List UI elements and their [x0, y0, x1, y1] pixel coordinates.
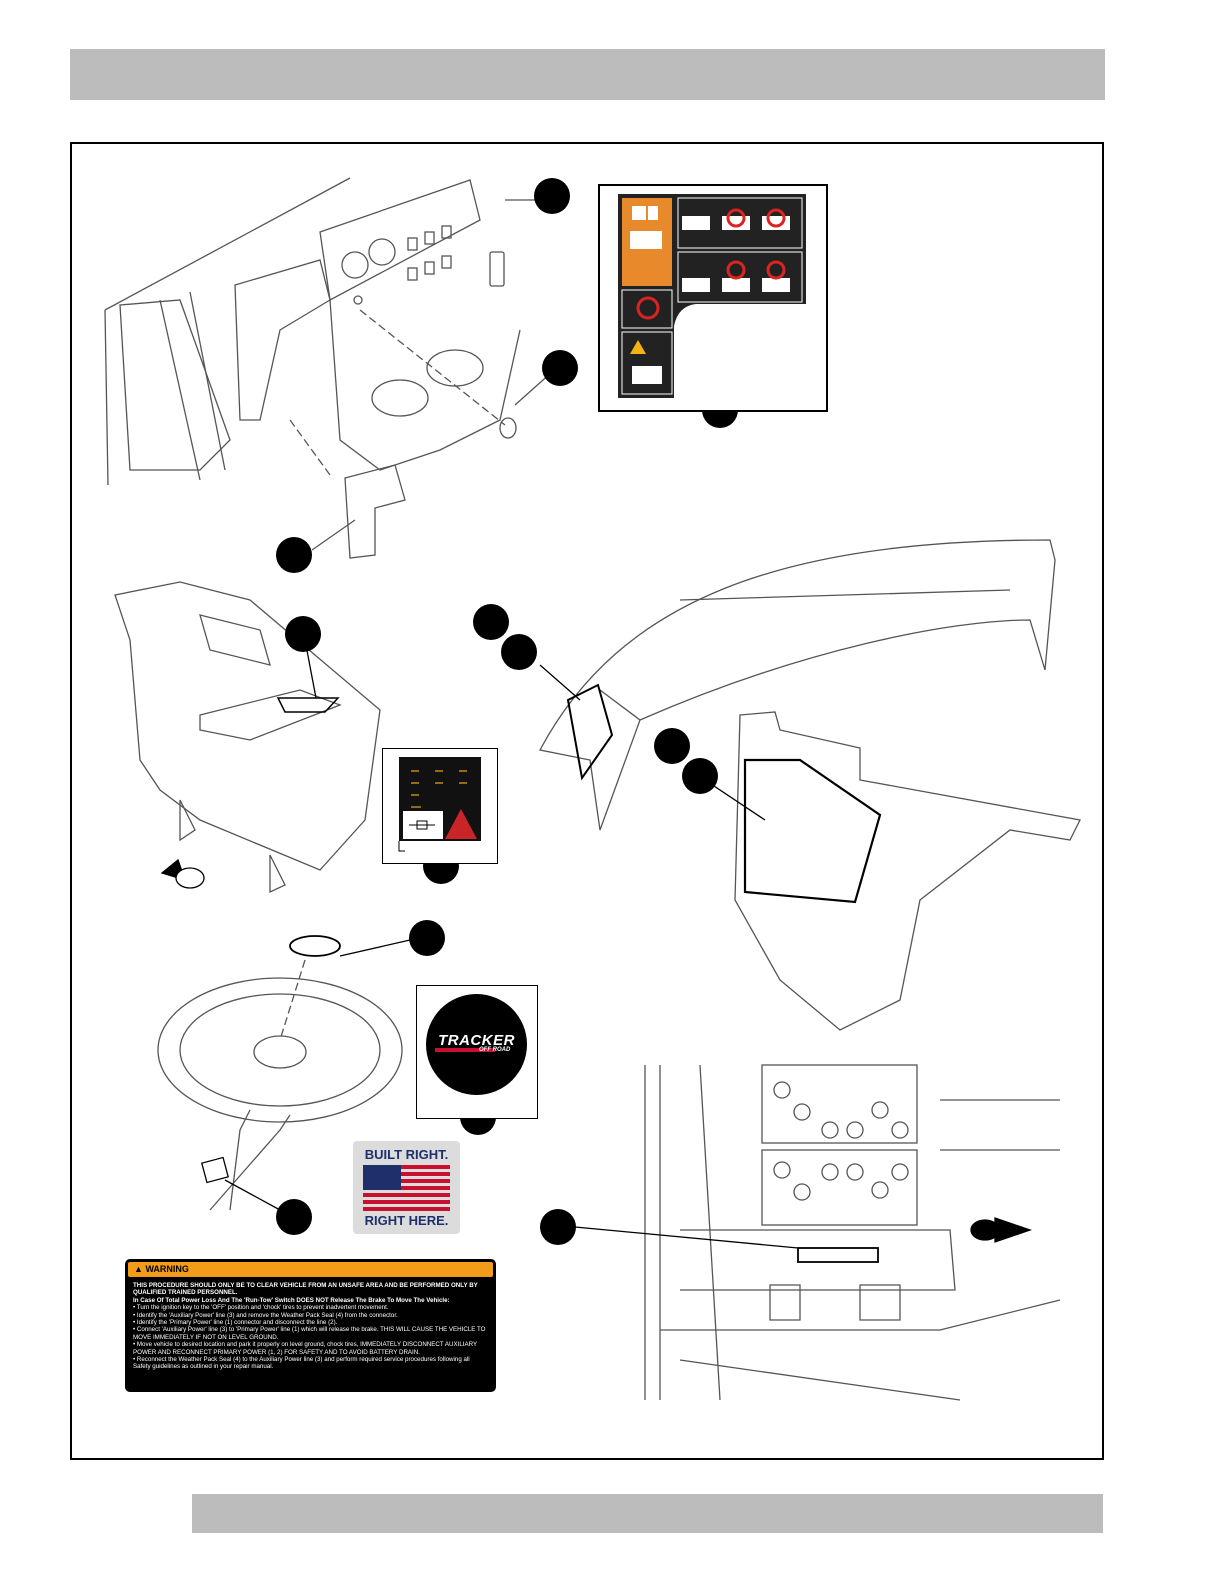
warning-line: • Reconnect the Weather Pack Seal (4) to…: [133, 1356, 470, 1371]
steering-wheel-drawing: [157, 935, 411, 1211]
header-band: [70, 49, 1105, 100]
warning-line: • Identify the 'Auxiliary Power' line (3…: [133, 1311, 398, 1319]
callout-marker: [654, 728, 690, 764]
usa-decal-top-text: BUILT RIGHT.: [364, 1147, 449, 1162]
callout-marker: [682, 758, 718, 794]
front-arrow-left: [160, 858, 205, 889]
tracker-logo-subtext: OFF ROAD: [479, 1047, 511, 1053]
decal-outline-drawing: [344, 464, 406, 559]
callout-marker: [409, 920, 445, 956]
callout-marker: [540, 1209, 576, 1245]
callout-marker: [542, 350, 578, 386]
callout-marker: [276, 537, 312, 573]
us-flag-art: [363, 1165, 450, 1211]
warning-line: • Turn the ignition key to the 'OFF' pos…: [133, 1304, 389, 1312]
warning-label: ▲ WARNING THIS PROCEDURE SHOULD ONLY BE …: [125, 1259, 496, 1392]
battery-bay-drawing: [574, 1064, 1061, 1401]
front-arrow-right: [970, 1217, 1033, 1243]
illustration-frame: [70, 142, 1104, 1460]
dash-assembly-drawing: [104, 177, 521, 486]
callout-marker: [276, 1199, 312, 1235]
usa-decal-bottom-text: RIGHT HERE.: [364, 1213, 449, 1228]
warning-header: ▲ WARNING: [128, 1262, 493, 1277]
safety-pictogram-art: [618, 194, 806, 398]
warning-line: • Identify the 'Primary Power' line (1) …: [133, 1319, 338, 1327]
tracker-logo-stripe: [435, 1048, 495, 1052]
warning-title: WARNING: [145, 1264, 189, 1274]
rocker-switch-drawing: [489, 251, 505, 287]
warning-body: THIS PROCEDURE SHOULD ONLY BE TO CLEAR V…: [125, 1277, 496, 1371]
callout-marker: [501, 634, 537, 670]
right-side-panel-drawing: [689, 711, 1081, 1031]
warning-line: • Move vehicle to desired location and p…: [133, 1341, 478, 1356]
warning-triangle-icon: ▲: [134, 1264, 143, 1274]
callout-marker: [285, 616, 321, 652]
fuse-decal-art: [398, 757, 481, 852]
callout-marker: [473, 604, 509, 640]
hood-drawing: [539, 539, 1056, 831]
safety-pictogram-decal: [598, 184, 828, 412]
fuse-decal: [382, 748, 498, 864]
built-right-here-decal: BUILT RIGHT. RIGHT HERE.: [353, 1141, 460, 1234]
tracker-logo-decal: TRACKER OFF ROAD: [416, 985, 538, 1119]
tracker-logo-circle: [426, 994, 527, 1095]
warning-line: • Connect 'Auxiliary Power' line (3) to …: [133, 1326, 486, 1341]
oring-small-drawing: [499, 417, 517, 439]
callout-marker: [534, 178, 570, 214]
warning-line: THIS PROCEDURE SHOULD ONLY BE TO CLEAR V…: [133, 1282, 478, 1297]
footer-band: [192, 1494, 1103, 1533]
tracker-logo-text: TRACKER: [438, 1032, 515, 1049]
left-side-panel-drawing: [114, 581, 381, 894]
warning-line: In Case Of Total Power Loss And The 'Run…: [133, 1296, 450, 1304]
